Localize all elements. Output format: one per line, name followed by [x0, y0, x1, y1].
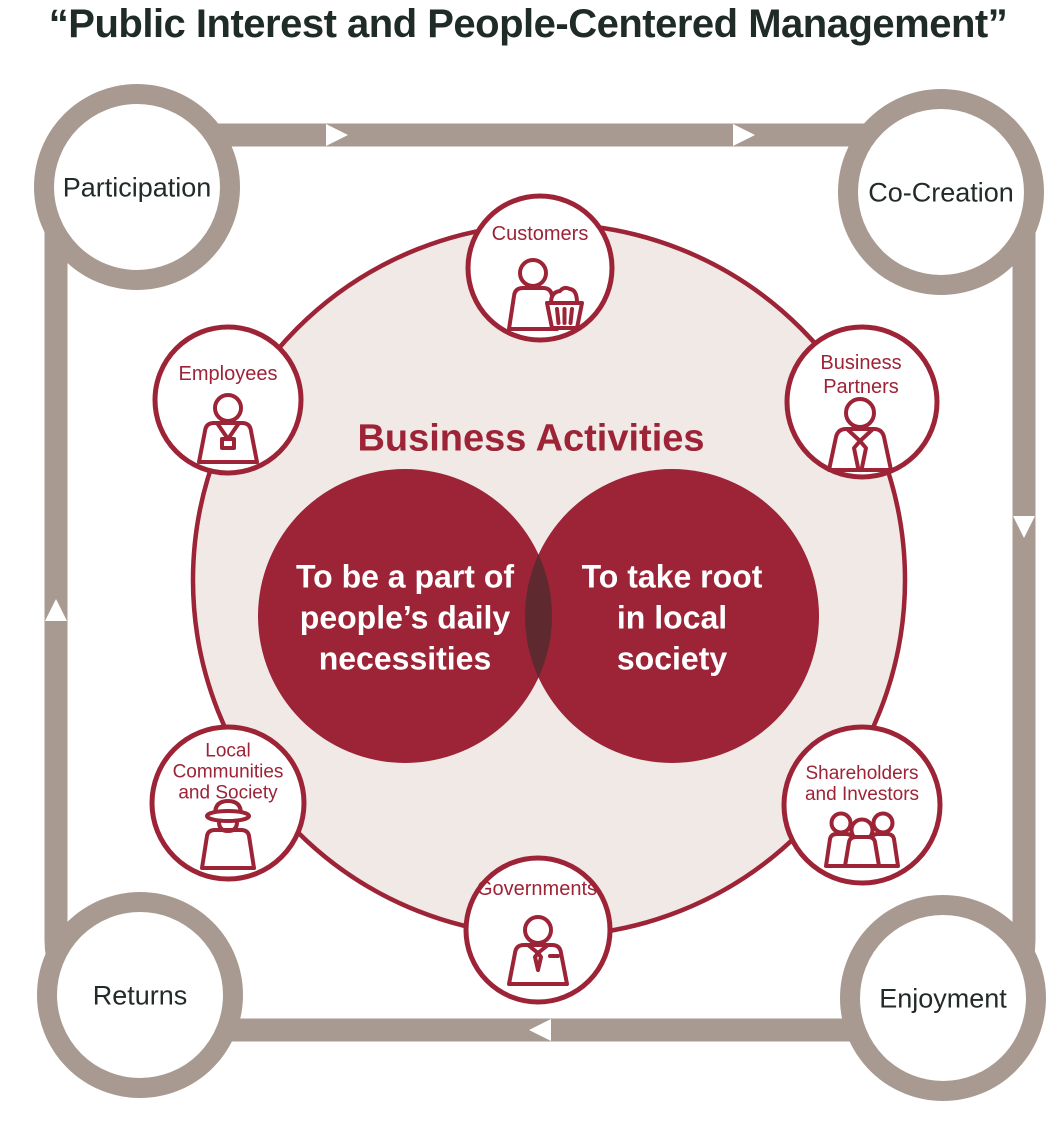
- stakeholder-label-local-communities: Local Communities and Society: [172, 740, 284, 804]
- node-circle-co-creation: [838, 89, 1044, 295]
- investor-group-icon: [824, 811, 900, 868]
- stakeholder-circle-employees: [152, 324, 304, 476]
- arrow-down-icon: [1013, 516, 1035, 538]
- venn-left-line: necessities: [318, 640, 492, 677]
- stakeholder-circle-business-partners: [784, 324, 940, 480]
- stakeholder-label-customers: Customers: [491, 223, 589, 245]
- venn-right-line: in local: [616, 599, 728, 636]
- venn-right-line: society: [616, 640, 728, 677]
- arrow-left-icon: [529, 1019, 551, 1041]
- venn-left-line: people’s daily: [299, 599, 511, 636]
- stakeholder-label-governments: Governments: [476, 878, 598, 900]
- arrow-right-icon: [326, 124, 348, 146]
- venn-left-line: To be a part of: [295, 558, 515, 595]
- employee-badge-icon: [197, 393, 259, 464]
- venn-right-line: To take root: [581, 558, 763, 595]
- stakeholder-label-employees: Employees: [178, 363, 278, 385]
- business-activities-heading: Business Activities: [357, 417, 705, 460]
- venn-right-text: To take root in local society: [582, 557, 763, 680]
- page-title: “Public Interest and People-Centered Man…: [48, 2, 1008, 46]
- venn-overlap: [525, 554, 552, 678]
- stakeholder-label-shareholders: Shareholders and Investors: [804, 763, 920, 805]
- corner-label-enjoyment: Enjoyment: [879, 983, 1007, 1014]
- node-circle-returns: [37, 892, 243, 1098]
- node-circle-participation: [34, 84, 240, 290]
- corner-label-returns: Returns: [92, 980, 188, 1011]
- stakeholder-circle-shareholders: [781, 724, 943, 886]
- businessman-tie-icon: [827, 397, 893, 472]
- arrow-up-icon: [45, 599, 67, 621]
- community-person-hat-icon: [200, 799, 256, 870]
- stakeholder-circle-customers: [465, 193, 615, 343]
- stakeholder-circle-governments: [463, 855, 613, 1005]
- government-official-icon: [507, 915, 569, 986]
- stakeholder-label-business-partners: Business Partners: [820, 352, 902, 398]
- corner-label-co-creation: Co-Creation: [868, 177, 1014, 208]
- customer-basket-icon: [507, 258, 584, 331]
- venn-left-circle: [258, 469, 552, 763]
- node-circle-enjoyment: [840, 895, 1046, 1101]
- corner-label-participation: Participation: [62, 172, 212, 203]
- venn-left-text: To be a part of people’s daily necessiti…: [296, 557, 514, 680]
- venn-right-circle: [525, 469, 819, 763]
- arrow-right-icon: [733, 124, 755, 146]
